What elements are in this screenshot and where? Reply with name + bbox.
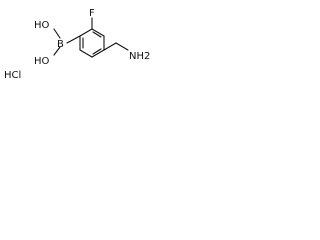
ring-double-bond-3	[92, 48, 102, 55]
ring-bond-4	[91, 49, 105, 58]
boron-ring-bond	[66, 35, 81, 44]
methylene-bond	[103, 42, 117, 51]
ring-bond-5	[79, 49, 93, 58]
hydroxy-lower-label: HO	[34, 56, 50, 67]
ring-double-bond-2	[92, 31, 102, 38]
benzene-ring	[79, 28, 105, 58]
fluorine-label: F	[89, 8, 95, 19]
hydrochloride-label: HCl	[4, 70, 21, 81]
boron-hydroxy-upper-bond	[53, 28, 61, 39]
chemical-structure-diagram: HO B HO F NH2 HCl	[4, 8, 150, 81]
boron-hydroxy-lower-bond	[53, 46, 61, 56]
amine-label: NH2	[129, 51, 150, 62]
aminomethyl-bond	[115, 42, 129, 51]
ring-bond-2	[91, 28, 105, 37]
ring-bond-1	[79, 28, 93, 37]
boron-label: B	[57, 39, 64, 50]
hydroxy-upper-label: HO	[34, 20, 50, 31]
